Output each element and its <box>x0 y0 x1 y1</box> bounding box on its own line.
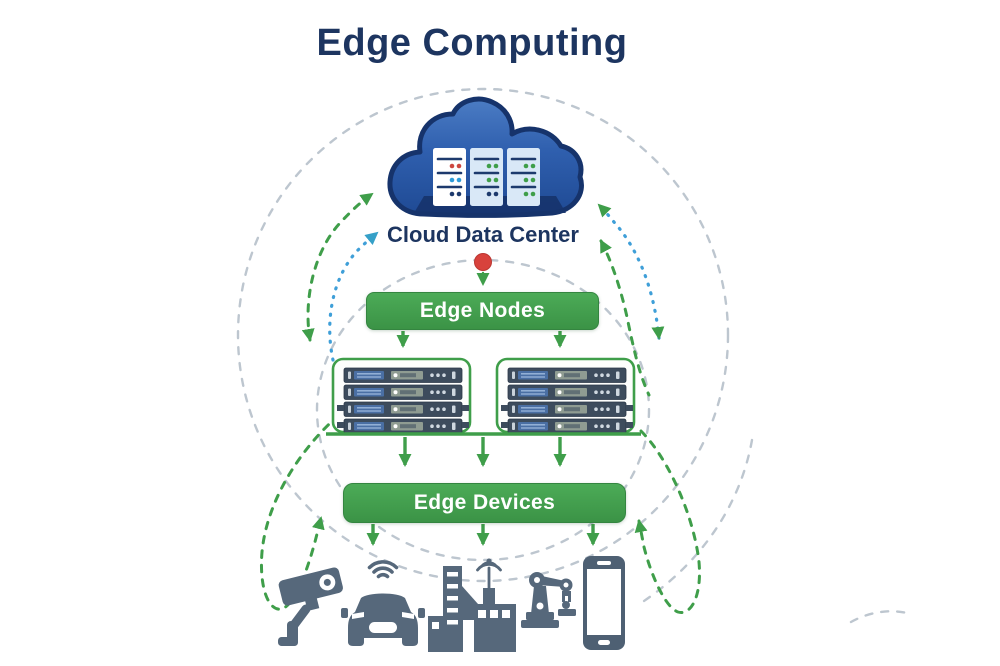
orbit-arc-bottom-right <box>642 438 754 603</box>
robot-arm-icon <box>521 572 576 628</box>
server-rack-left <box>331 357 472 435</box>
device-icons-row <box>278 556 625 652</box>
factory-icon <box>428 558 516 652</box>
cloud-servers-icon <box>387 96 584 218</box>
device-feedback-loop-right <box>634 429 701 614</box>
cloud-server-cards <box>433 148 540 206</box>
edge-devices-box: Edge Devices <box>343 483 626 523</box>
uplink-green-dashed-left <box>301 192 374 342</box>
outer-orbit-dashed <box>236 87 730 583</box>
edge-nodes-label: Edge Nodes <box>419 299 546 322</box>
cloud-label: Cloud Data Center <box>387 222 579 247</box>
connected-car-icon <box>341 560 425 646</box>
inner-orbit-dashed <box>315 258 651 562</box>
smartphone-icon <box>583 556 625 650</box>
page-title: Edge Computing <box>316 22 628 64</box>
edge-devices-label: Edge Devices <box>413 491 556 514</box>
orbit-arc-far-right <box>849 610 909 624</box>
edge-nodes-box: Edge Nodes <box>366 292 599 330</box>
server-rack-right <box>495 357 636 435</box>
dashed-orbit-curves <box>236 87 909 624</box>
flow-arrows <box>366 331 600 546</box>
cctv-camera-icon <box>278 567 343 646</box>
red-status-dot <box>474 253 492 271</box>
